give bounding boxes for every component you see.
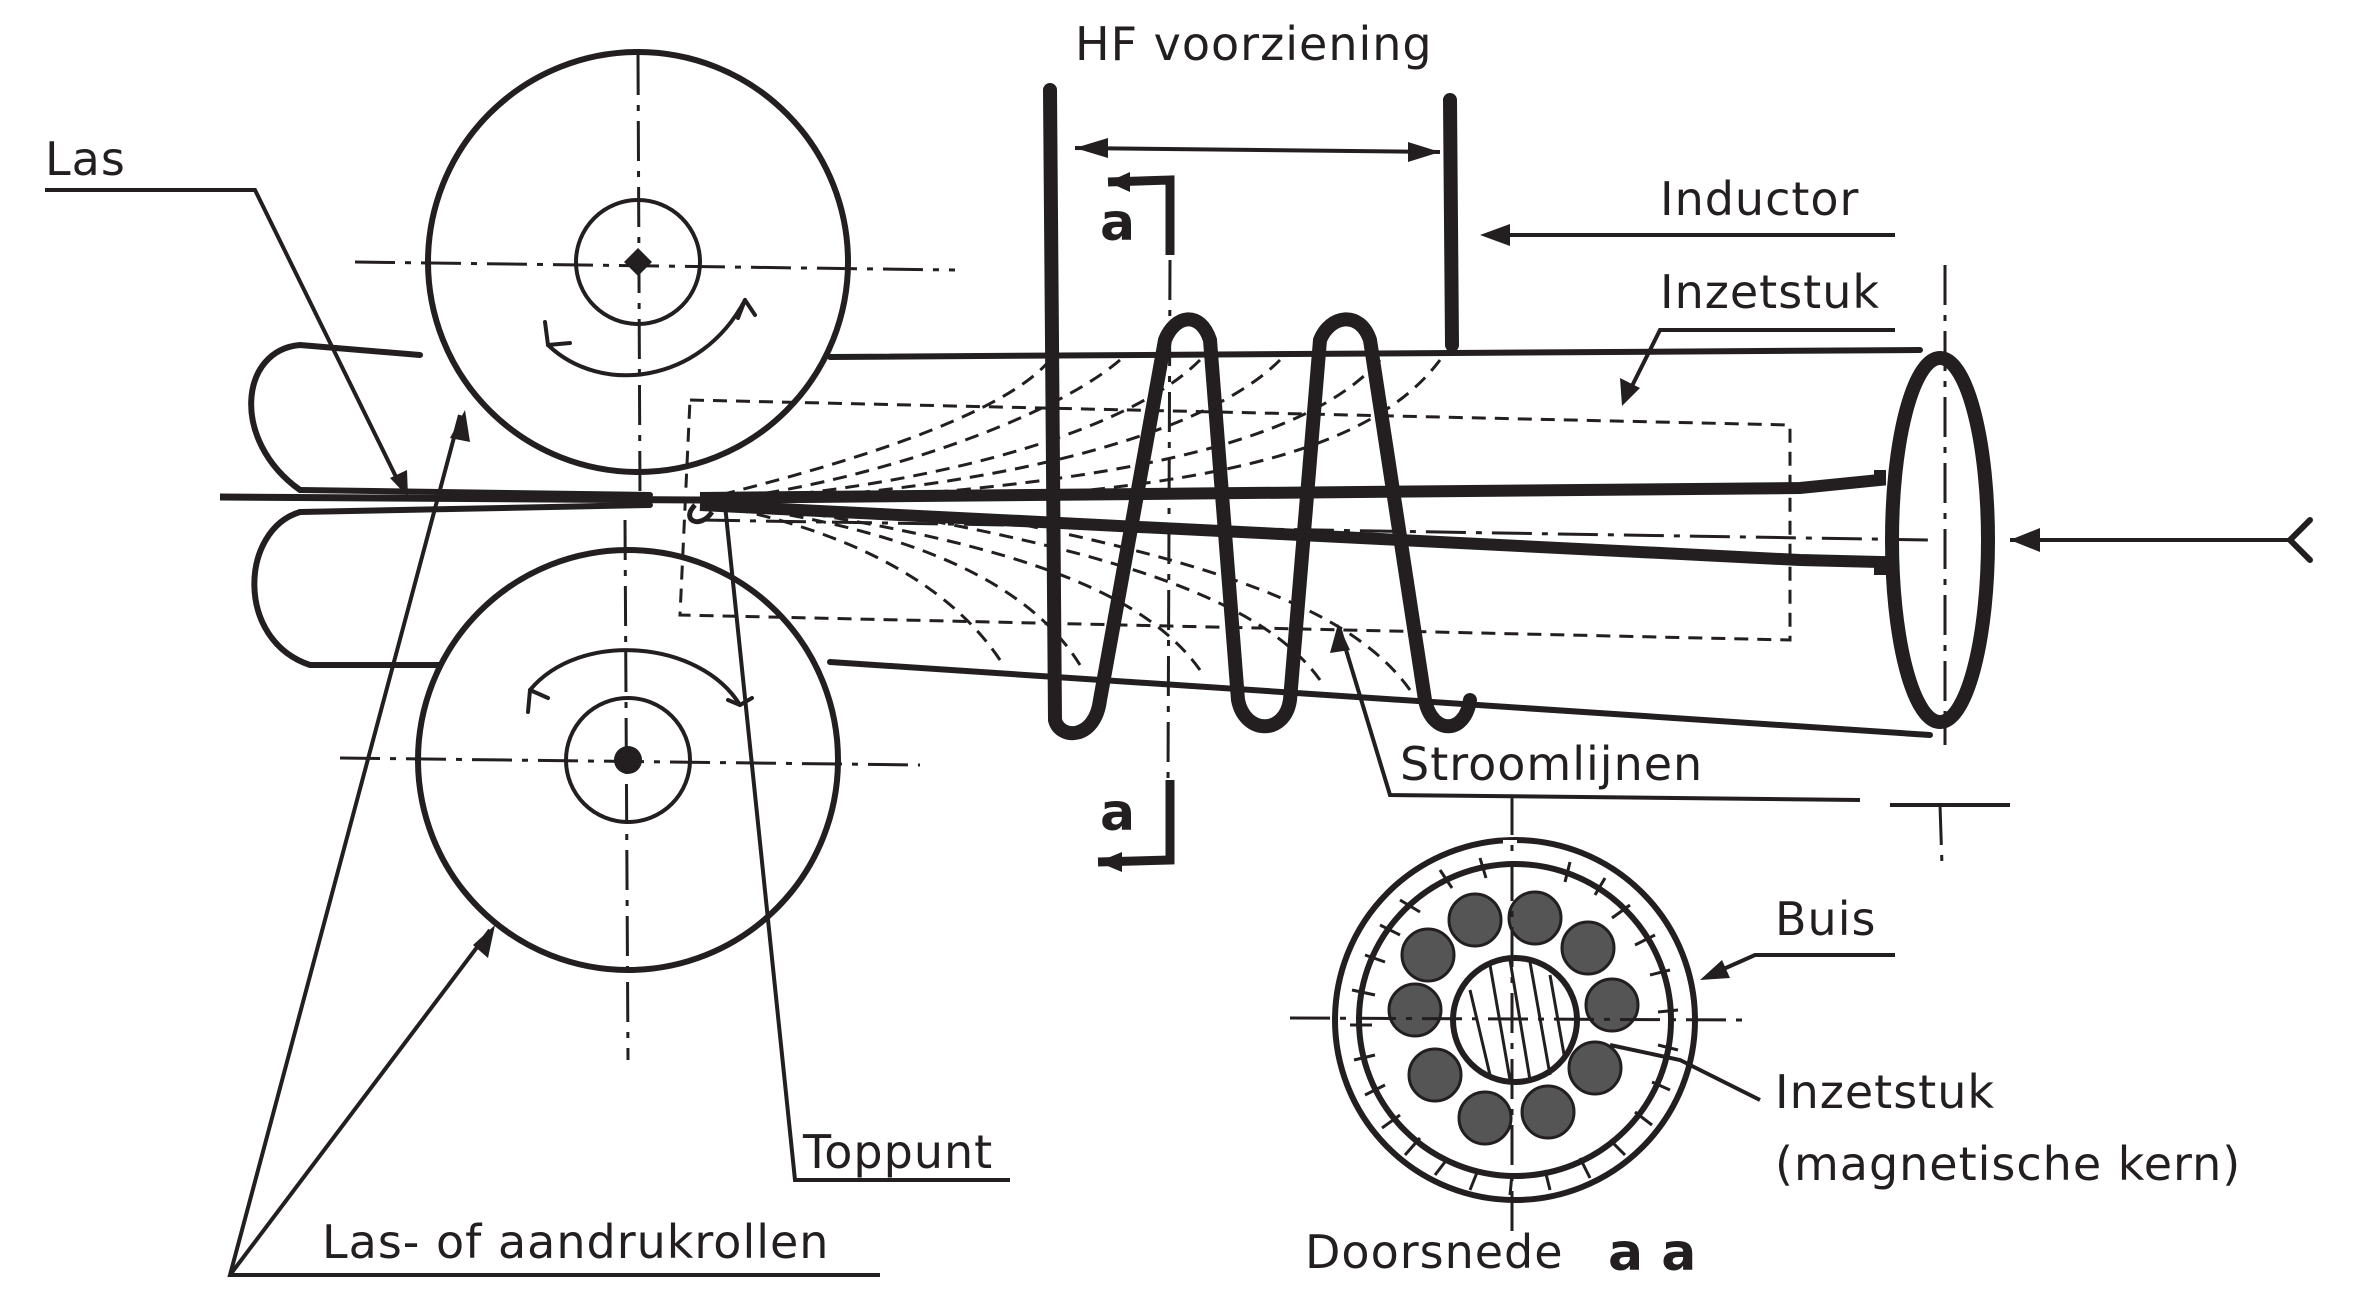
hf-dimension (1074, 138, 1441, 162)
las-label: Las (45, 132, 126, 186)
cross-section-aa (1289, 795, 1746, 1240)
section-a-top-label: a (1100, 193, 1135, 253)
buis-label: Buis (1775, 892, 1876, 946)
magnetic-core-rods (1387, 890, 1640, 1146)
section-a-bottom-label: a (1100, 783, 1135, 843)
stroomlijnen-label: Stroomlijnen (1400, 737, 1703, 791)
inzetstuk-label: Inzetstuk (1660, 265, 1880, 319)
upper-roller-rotation-arrow (546, 298, 747, 378)
labels: HF voorziening Las Inductor Inzetstuk St… (45, 17, 2241, 1283)
inductor-label: Inductor (1660, 172, 1859, 226)
lower-roller-rotation-arrow (528, 648, 742, 707)
doorsnede-label: Doorsnede (1305, 1225, 1564, 1279)
leaders (45, 188, 1895, 1277)
weld-vee (219, 470, 2313, 575)
insert-outline (678, 398, 1792, 642)
inzetstuk-kern-label-line1: Inzetstuk (1775, 1065, 1995, 1119)
inductor-coil (1043, 83, 1477, 741)
streamlines (719, 358, 1442, 691)
hf-label: HF voorziening (1075, 17, 1433, 71)
section-line-aa (1097, 172, 1175, 872)
inzetstuk-kern-label-line2: (magnetische kern) (1775, 1137, 2241, 1191)
rollen-label: Las- of aandrukrollen (322, 1215, 829, 1269)
lower-roller (339, 519, 921, 1061)
toppunt-label: Toppunt (802, 1125, 993, 1179)
upper-roller (354, 49, 956, 501)
pipe-left-end (248, 342, 653, 668)
section-marks-label: a a (1608, 1223, 1696, 1283)
